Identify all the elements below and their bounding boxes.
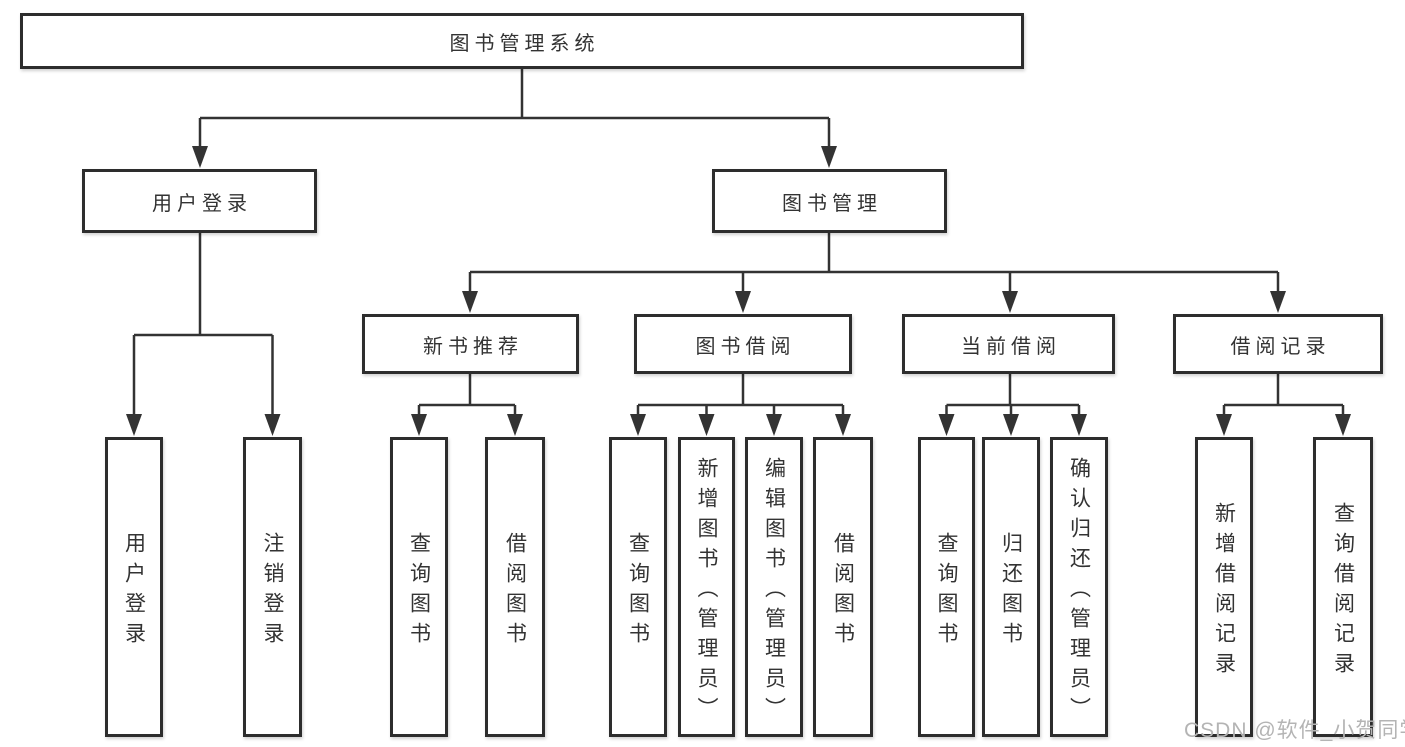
arrowhead [766, 414, 782, 436]
node-borrow-record: 借阅记录 [1173, 314, 1383, 374]
arrowhead [1002, 291, 1018, 313]
arrowhead [411, 414, 427, 436]
node-current-borrow: 当前借阅 [902, 314, 1115, 374]
leaf-rec-query-book: 查询图书 [390, 437, 448, 737]
arrowhead [1270, 291, 1286, 313]
node-new-book-recommend: 新书推荐 [362, 314, 579, 374]
node-user-login: 用户登录 [82, 169, 317, 233]
node-book-management: 图书管理 [712, 169, 947, 233]
arrowhead [264, 414, 281, 436]
leaf-bb-query-book: 查询图书 [609, 437, 667, 737]
arrowhead [938, 414, 955, 436]
arrowhead [1003, 414, 1019, 436]
watermark: CSDN @软件_小贺同学 [1184, 719, 1405, 742]
arrowhead [630, 414, 646, 436]
leaf-rec-borrow-book: 借阅图书 [485, 437, 545, 737]
leaf-bb-edit-book: 编辑图书（管理员） [745, 437, 803, 737]
arrowhead [507, 414, 523, 436]
arrowhead [1071, 414, 1087, 436]
node-root: 图书管理系统 [20, 13, 1024, 69]
leaf-cb-return-book: 归还图书 [982, 437, 1040, 737]
arrowhead [698, 414, 715, 436]
arrowhead [126, 414, 142, 436]
leaf-cb-confirm-return: 确认归还（管理员） [1050, 437, 1108, 737]
leaf-bb-add-book: 新增图书（管理员） [678, 437, 735, 737]
node-book-borrow: 图书借阅 [634, 314, 852, 374]
arrowhead [735, 291, 751, 313]
arrowhead [835, 414, 851, 436]
leaf-logout: 注销登录 [243, 437, 302, 737]
arrowhead [192, 146, 208, 168]
leaf-cb-query-book: 查询图书 [918, 437, 975, 737]
leaf-user-login: 用户登录 [105, 437, 163, 737]
arrowhead [1335, 414, 1351, 436]
arrowhead [1216, 414, 1232, 436]
arrowhead [821, 146, 837, 168]
arrowhead [462, 291, 478, 313]
leaf-br-add-record: 新增借阅记录 [1195, 437, 1253, 737]
leaf-bb-borrow-book: 借阅图书 [813, 437, 873, 737]
leaf-br-query-record: 查询借阅记录 [1313, 437, 1373, 737]
